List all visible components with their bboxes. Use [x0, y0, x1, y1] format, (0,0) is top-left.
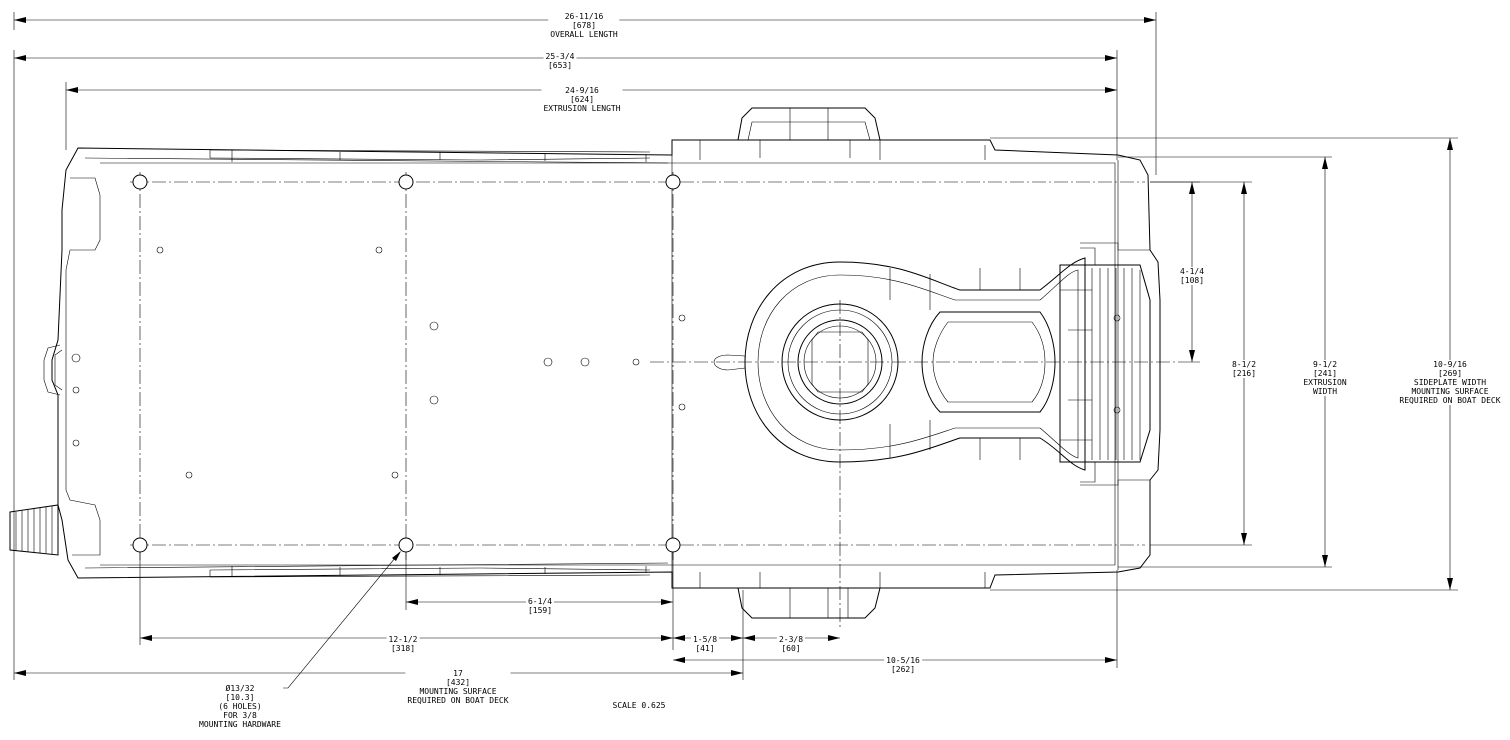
dim-sideplate-width: 10-9/16 [269] SIDEPLATE WIDTH MOUNTING S…: [1397, 360, 1503, 405]
mounting-holes: [132, 174, 681, 553]
scale-note: SCALE 0.625: [610, 701, 668, 710]
extrusion-body: [9, 107, 1161, 619]
dim-mounting-17: 17 [432] MOUNTING SURFACE REQUIRED ON BO…: [405, 669, 511, 705]
mounting-hole: [132, 537, 148, 553]
dim-height-4-1-4: 4-1/4 [108]: [1177, 267, 1207, 285]
dim-hole-spacing-12: 12-1/2 [318]: [386, 635, 420, 653]
mounting-hole: [398, 174, 414, 190]
hole-callout: Ø13/32 [10.3] (6 HOLES) FOR 3/8 MOUNTING…: [197, 684, 283, 729]
dim-extrusion-width: 9-1/2 [241] EXTRUSION WIDTH: [1301, 360, 1349, 396]
dim-hole-spacing-6: 6-1/4 [159]: [525, 597, 555, 615]
dim-head-10-5-16: 10-5/16 [262]: [884, 656, 922, 674]
mounting-hole: [398, 537, 414, 553]
dim-extrusion-length: 24-9/16 [624] EXTRUSION LENGTH: [541, 86, 623, 113]
mounting-hole: [132, 174, 148, 190]
mounting-plate: [130, 172, 1180, 628]
dim-length-25: 25-3/4 [653]: [543, 52, 577, 70]
clutch-head: [713, 247, 1151, 483]
cable-strain-relief: [9, 504, 59, 556]
dim-height-8-1-2: 8-1/2 [216]: [1229, 360, 1259, 378]
dim-offset-1-5-8: 1-5/8 [41]: [690, 635, 720, 653]
mounting-hole: [665, 537, 681, 553]
mounting-hole: [665, 174, 681, 190]
dimension-lines: [13, 12, 1458, 689]
dim-overall-length: 26-11/16 [678] OVERALL LENGTH: [548, 12, 620, 39]
small-holes: [71, 246, 686, 479]
dim-offset-2-3-8: 2-3/8 [60]: [776, 635, 806, 653]
